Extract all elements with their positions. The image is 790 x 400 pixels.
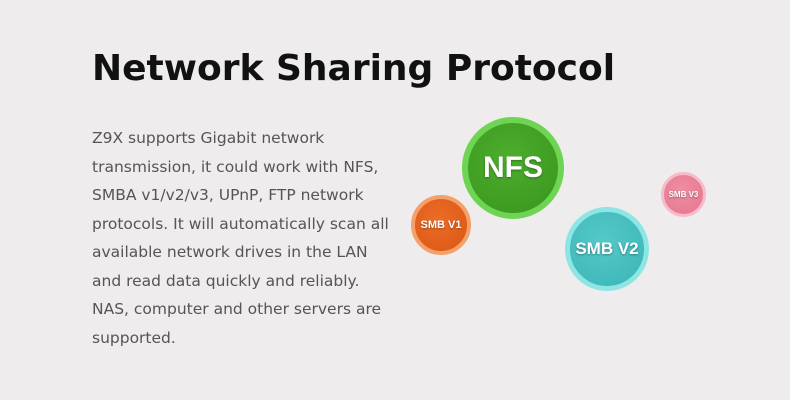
nfs-protocol-bubble: NFS	[462, 117, 564, 219]
smb-v1-protocol-bubble: SMB V1	[411, 195, 471, 255]
smb-v2-bubble-label: SMB V2	[575, 239, 639, 258]
smb-v3-protocol-bubble: SMB V3	[661, 172, 706, 217]
smb-v1-bubble-label: SMB V1	[420, 219, 462, 231]
page-title: Network Sharing Protocol	[92, 48, 616, 89]
smb-v3-bubble-label: SMB V3	[668, 190, 699, 199]
smb-v2-protocol-bubble: SMB V2	[565, 207, 649, 291]
description-paragraph: Z9X supports Gigabit network transmissio…	[92, 129, 389, 347]
nfs-bubble-label: NFS	[483, 151, 543, 184]
